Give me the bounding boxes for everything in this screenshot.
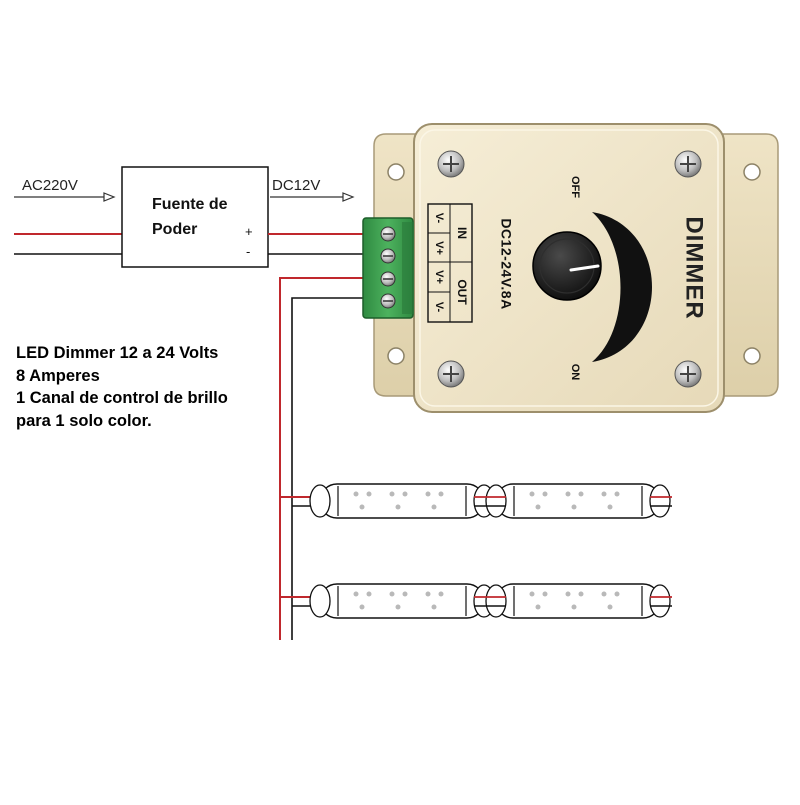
out-wire-black-rail — [291, 297, 372, 640]
terminal-screw-icon — [380, 248, 396, 264]
dimmer-title: DIMMER — [681, 216, 708, 319]
power-supply: Fuente de Poder + - — [121, 166, 269, 268]
led-strip-segment — [485, 583, 671, 619]
terminal-label-panel: V- V+ V+ V- IN OUT — [427, 203, 473, 323]
led-dot-icon — [353, 591, 444, 610]
plus-sign: + — [245, 224, 253, 239]
knob-indicator-icon — [569, 264, 600, 272]
led-dot-icon — [353, 491, 444, 510]
led-strip-row-1 — [309, 483, 672, 519]
dimmer-knob[interactable] — [532, 231, 602, 301]
led-strip-segment — [309, 483, 495, 519]
dc-output: DC12V — [270, 177, 355, 202]
led-dot-icon — [529, 591, 620, 610]
terminal-screw-icon — [380, 226, 396, 242]
pin-v-plus-in: V+ — [433, 241, 445, 255]
screw-icon — [437, 360, 465, 388]
dc-output-label: DC12V — [272, 177, 320, 194]
out-wire-red-rail — [279, 277, 372, 640]
dc-arrow-icon — [342, 192, 355, 202]
description-line-4: para 1 solo color. — [16, 411, 152, 430]
description-line-2: 8 Amperes — [16, 366, 100, 385]
terminal-block — [362, 217, 414, 319]
power-supply-box — [121, 166, 269, 268]
terminal-screw-icon — [380, 293, 396, 309]
ac-arrow-icon — [103, 192, 116, 202]
ac-input-label: AC220V — [22, 177, 78, 194]
power-supply-label-1: Fuente de — [152, 196, 228, 213]
off-label: OFF — [569, 176, 581, 198]
pin-v-minus-out: V- — [433, 302, 445, 313]
led-strip-segment — [485, 483, 671, 519]
led-strip-row-2 — [309, 583, 672, 619]
pin-v-minus-in: V- — [433, 213, 445, 224]
power-supply-label-2: Poder — [152, 221, 197, 238]
led-strip-segment — [309, 583, 495, 619]
mounting-hole-icon — [387, 347, 405, 365]
description-line-3: 1 Canal de control de brillo — [16, 389, 228, 407]
pin-v-plus-out: V+ — [433, 270, 445, 284]
brightness-arc-icon — [592, 212, 652, 362]
product-description: LED Dimmer 12 a 24 Volts 8 Amperes 1 Can… — [16, 342, 286, 432]
led-dot-icon — [529, 491, 620, 510]
description-line-1: LED Dimmer 12 a 24 Volts — [16, 344, 219, 362]
screw-icon — [674, 150, 702, 178]
mounting-hole-icon — [743, 347, 761, 365]
screw-icon — [437, 150, 465, 178]
minus-sign: - — [246, 244, 250, 259]
terminal-screw-icon — [380, 271, 396, 287]
dimmer-device: V- V+ V+ V- IN OUT DC12-24V.8A OFF ON DI… — [373, 123, 779, 413]
mounting-hole-icon — [387, 163, 405, 181]
ac-input: AC220V — [14, 177, 122, 255]
on-label: ON — [569, 364, 581, 381]
mounting-hole-icon — [743, 163, 761, 181]
terminal-out-label: OUT — [455, 279, 469, 305]
dimmer-rating: DC12-24V.8A — [498, 218, 514, 309]
screw-icon — [674, 360, 702, 388]
terminal-in-label: IN — [455, 227, 469, 239]
